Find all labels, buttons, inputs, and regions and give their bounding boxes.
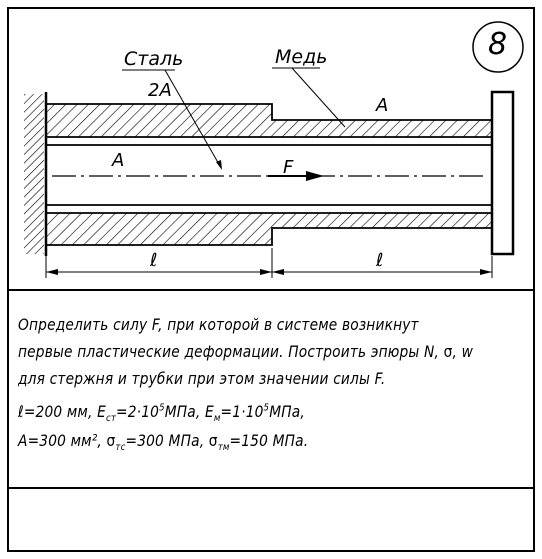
task-line-1: Определить силу F, при которой в системе… bbox=[18, 315, 419, 334]
steel-leader bbox=[164, 69, 221, 167]
length-dimension bbox=[45, 248, 493, 278]
label-force: F bbox=[283, 157, 294, 178]
problem-number: 8 bbox=[488, 27, 508, 62]
label-area-a-rod: A bbox=[112, 150, 125, 171]
task-line-3: для стержня и трубки при этом значении с… bbox=[18, 369, 386, 388]
label-length-left: ℓ bbox=[150, 250, 158, 271]
problem-number-circle bbox=[472, 21, 524, 73]
label-steel: Сталь bbox=[124, 48, 184, 70]
label-length-right: ℓ bbox=[376, 250, 384, 271]
end-plate bbox=[490, 90, 515, 256]
label-copper: Медь bbox=[275, 46, 328, 68]
copper-leader bbox=[291, 67, 346, 128]
label-area-a-tube: A bbox=[376, 95, 389, 116]
task-line-2: первые пластические деформации. Построит… bbox=[18, 342, 473, 361]
params-line-2: A=300 мм², σтс=300 МПа, σтм=150 МПа. bbox=[18, 431, 309, 454]
wall-support bbox=[24, 92, 48, 256]
force-arrow bbox=[268, 171, 324, 181]
label-area-2a: 2A bbox=[148, 80, 172, 101]
tube-upper-wall bbox=[45, 103, 493, 138]
sigma-symbol: σ bbox=[443, 342, 453, 361]
inner-rod bbox=[46, 144, 492, 206]
tube-lower-wall bbox=[45, 212, 493, 246]
params-line-1: ℓ=200 мм, Eст=2·105МПа, Eм=1·105МПа, bbox=[18, 402, 305, 425]
